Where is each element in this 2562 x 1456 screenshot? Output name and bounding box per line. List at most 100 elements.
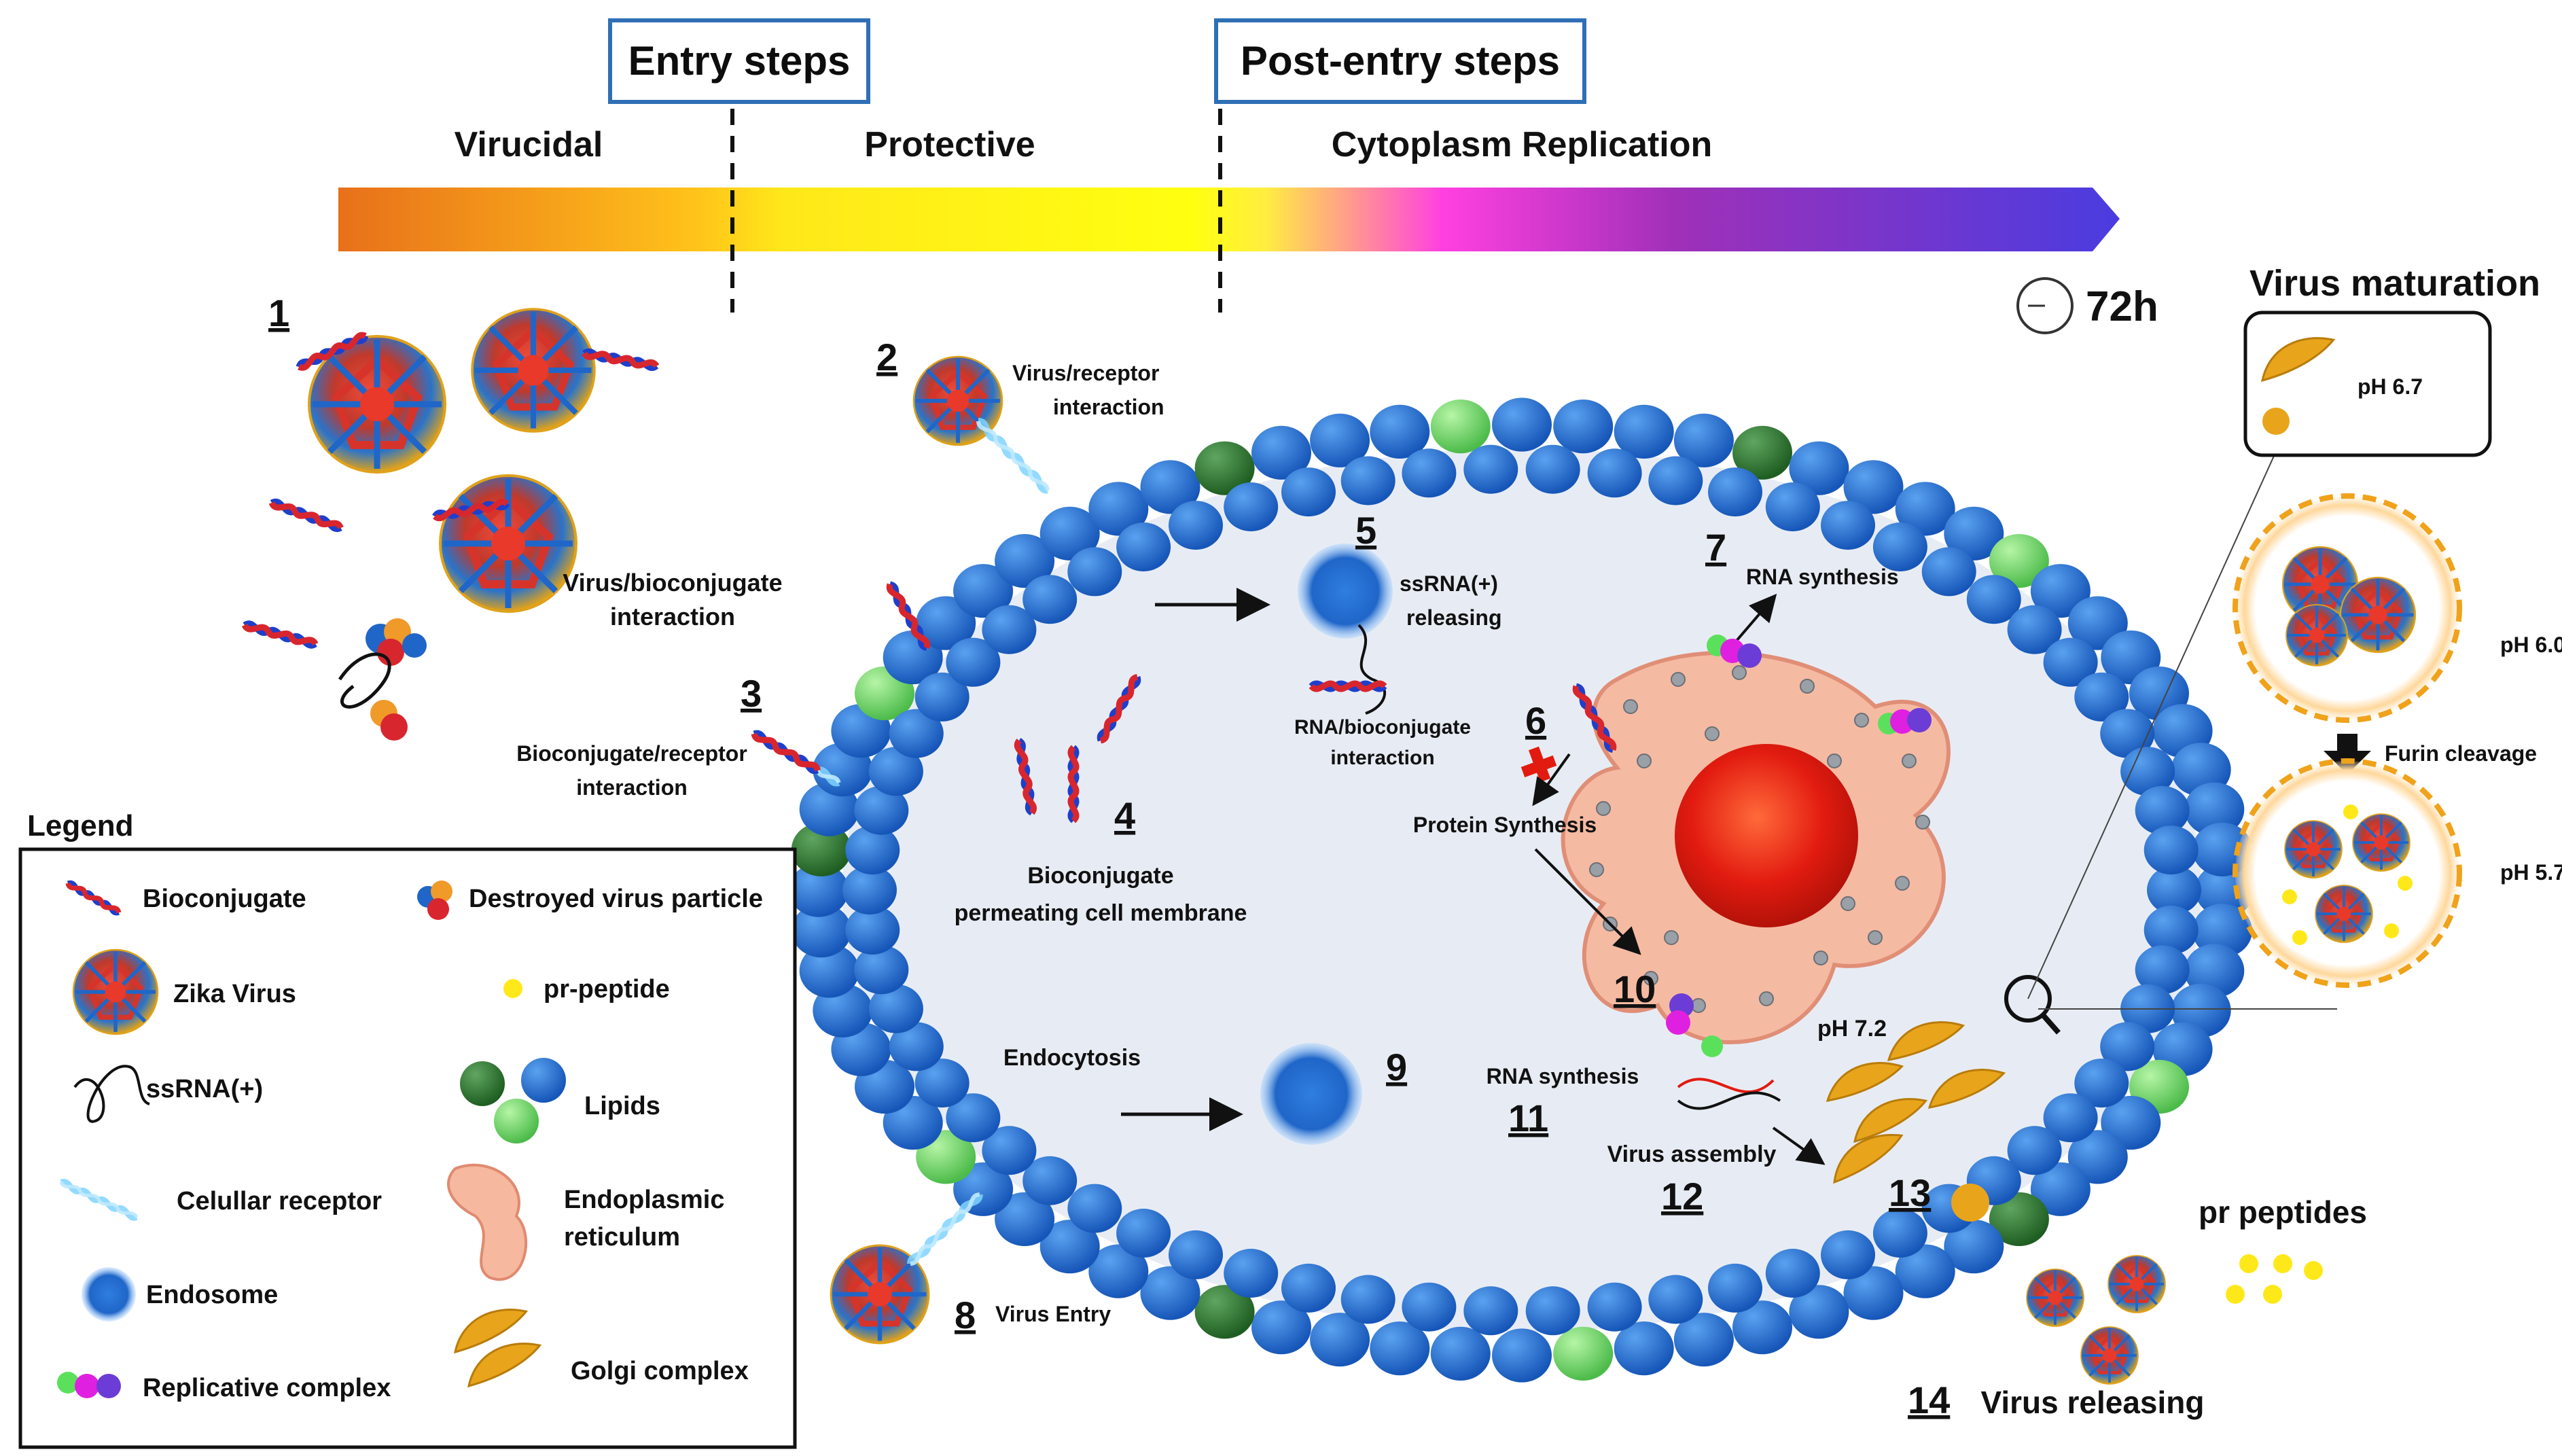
legend-item-er-1: Endoplasmic: [564, 1186, 725, 1214]
ribosome-dot: [1854, 713, 1869, 728]
arrow-rna-synthesis-top: [1731, 593, 1777, 647]
membrane-lipid-outer: [2192, 904, 2253, 958]
endoplasmic-reticulum-nucleus: [1561, 650, 1951, 1045]
released-virus-3: [2081, 1327, 2138, 1384]
membrane-lipid-inner: [1402, 448, 1457, 498]
membrane-lipid-inner: [1765, 1249, 1820, 1298]
membrane-lipid-inner: [1821, 1230, 1875, 1279]
virus-entry-label: Virus Entry: [995, 1302, 1111, 1326]
virus-ph57-2: [2353, 814, 2410, 871]
ribosome-dot: [1623, 699, 1638, 714]
endocytosis-label: Endocytosis: [1003, 1045, 1141, 1071]
membrane-lipid-outer: [1789, 1285, 1849, 1339]
ribosome-dot: [1813, 951, 1828, 965]
ribosome-dot: [1895, 876, 1910, 891]
membrane-lipid-inner: [2074, 672, 2129, 722]
membrane-lipid-outer: [1310, 413, 1370, 467]
membrane-lipid-inner: [2007, 1126, 2062, 1175]
membrane-lipid-inner: [845, 825, 900, 875]
step-number-11: 11: [1508, 1097, 1548, 1139]
membrane-lipid-inner: [946, 1093, 1001, 1143]
legend-item-golgi: Golgi complex: [571, 1357, 749, 1385]
ribosome-dot: [1827, 753, 1842, 768]
step-number-8: 8: [955, 1294, 976, 1336]
membrane-lipid-inner: [2143, 825, 2199, 875]
vesicle-ph57: [2232, 758, 2462, 988]
membrane-lipid-inner: [1067, 1184, 1122, 1233]
rna-bioconj-label-2: interaction: [1330, 747, 1434, 769]
virus-receptor-label-1: Virus/receptor: [1012, 361, 1159, 385]
step-14-virus-releasing: 14 Virus releasing pr peptides: [1908, 1194, 2367, 1421]
pr-peptide-dots: [2226, 1254, 2323, 1304]
membrane-lipid-inner: [1587, 1282, 1642, 1332]
step-number-7: 7: [1705, 526, 1726, 569]
replicative-complex-2: [1878, 708, 1932, 734]
rna-strand-black: [1677, 1091, 1781, 1110]
golgi-vesicle: [1951, 1184, 1989, 1222]
membrane-lipid-outer: [1614, 1321, 1674, 1376]
membrane-lipid-outer: [1430, 399, 1491, 454]
membrane-lipid-inner: [1340, 1275, 1395, 1324]
membrane-lipid-outer: [1194, 441, 1255, 495]
membrane-lipid-outer: [2067, 1130, 2128, 1184]
legend-item-ssrna: ssRNA(+): [146, 1075, 263, 1103]
ribosome-dot: [1915, 815, 1930, 830]
bioconj-receptor-label-2: interaction: [576, 775, 688, 800]
membrane-lipid-outer: [953, 564, 1014, 618]
membrane-lipid-outer: [1370, 404, 1430, 459]
membrane-lipid-inner: [1525, 1286, 1580, 1336]
membrane-lipid-inner: [1169, 501, 1223, 550]
membrane-lipid-outer: [2030, 1162, 2090, 1216]
membrane-lipid-outer: [1492, 397, 1552, 452]
membrane-lipid-outer: [1944, 506, 2004, 561]
pr-peptides-label: pr peptides: [2199, 1194, 2367, 1230]
celullar-receptor-step2: [977, 420, 1050, 493]
membrane-lipid-outer: [1251, 425, 1311, 480]
step-number-13: 13: [1889, 1171, 1931, 1214]
virus-maturation: Virus maturation pH 6.7 pH 6.0 Furin cle…: [2232, 263, 2562, 988]
legend-item-destroyed-virus: Destroyed virus particle: [469, 885, 763, 913]
membrane-lipid-outer: [789, 863, 849, 917]
magnifier-icon: [2004, 975, 2061, 1035]
step-3-bioconjugate-receptor: 3 Bioconjugate/receptor interaction: [516, 672, 840, 800]
membrane-lipid-outer: [1843, 1266, 1904, 1320]
legend-title: Legend: [27, 809, 133, 842]
timeline: Entry steps Post-entry steps Virucidal P…: [338, 18, 2158, 334]
bioconj-permeating-label-1: Bioconjugate: [1027, 863, 1173, 889]
membrane-lipid-inner: [2100, 709, 2155, 758]
step-number-12: 12: [1661, 1175, 1703, 1218]
ribosome-dot: [1671, 672, 1686, 687]
ribosome-dot: [1732, 665, 1747, 680]
step-number-4: 4: [1114, 794, 1135, 837]
membrane-lipid-outer: [1140, 460, 1200, 514]
membrane-lipid-outer: [1732, 1300, 1792, 1355]
membrane-lipid-outer: [1895, 1244, 1955, 1298]
membrane-lipid-inner: [2007, 605, 2062, 654]
ribosome-dot: [1637, 753, 1652, 768]
membrane-lipid-outer: [1895, 482, 1955, 536]
destroyed-virus-particle: [338, 618, 427, 741]
phase-virucidal: Virucidal: [455, 125, 603, 164]
virus-ph60-2: [2341, 578, 2415, 652]
membrane-lipid-inner: [1821, 501, 1875, 550]
rna-strands: [1677, 1078, 1775, 1094]
clock-icon: [2016, 277, 2074, 334]
membrane-lipid-inner: [889, 1022, 944, 1071]
membrane-lipid-outer: [1789, 441, 1849, 495]
membrane-lipid-inner: [946, 637, 1001, 687]
bioconjugate-step5: [1311, 683, 1385, 689]
legend-item-bioconjugate: Bioconjugate: [143, 885, 306, 913]
membrane-lipid-inner: [2074, 1059, 2129, 1108]
membrane-lipid-inner: [1708, 1263, 1762, 1313]
membrane-lipid-outer: [1039, 506, 1100, 561]
membrane-lipid-inner: [1872, 1209, 1927, 1258]
membrane-lipid-outer: [1370, 1321, 1430, 1376]
membrane-lipid-inner: [2043, 637, 2098, 687]
step-4-bioconjugate-permeating: 4 Bioconjugate permeating cell membrane: [888, 583, 1247, 926]
zika-virus-3: [440, 476, 576, 611]
membrane-lipid-inner: [1648, 1275, 1703, 1324]
membrane-lipid-inner: [1281, 467, 1336, 517]
membrane-lipid-outer: [1140, 1266, 1200, 1320]
membrane-lipid-outer: [1088, 1244, 1149, 1298]
membrane-lipid-inner: [854, 945, 909, 995]
